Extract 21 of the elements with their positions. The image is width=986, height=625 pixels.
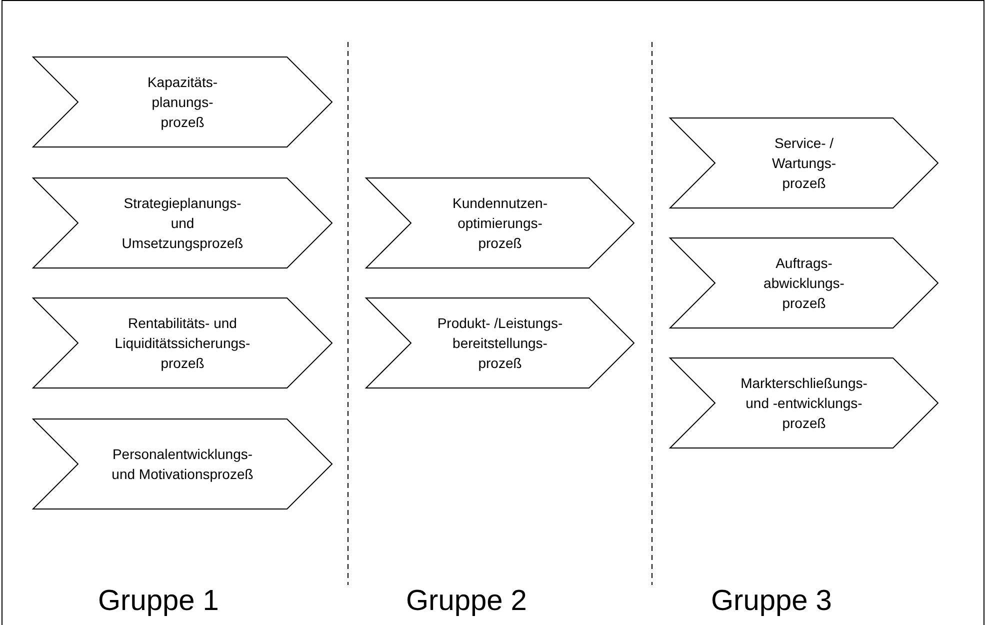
process-label: Strategieplanungs- und Umsetzungsprozeß: [120, 194, 244, 253]
process-step: [33, 298, 332, 388]
process-step: [366, 178, 634, 268]
process-step: [670, 118, 938, 208]
process-step: [33, 419, 332, 509]
process-step: [366, 298, 634, 388]
group-label: Gruppe 3: [711, 585, 832, 618]
process-step: [670, 238, 938, 328]
group-label: Gruppe 2: [406, 585, 527, 618]
process-label: Personalentwicklungs- und Motivationsprozeß: [110, 445, 254, 484]
process-step: [33, 57, 332, 147]
process-label: Kapazitäts- planungs- prozeß: [146, 73, 219, 132]
group-label: Gruppe 1: [98, 585, 219, 618]
process-step: [33, 178, 332, 268]
process-label: Produkt- /Leistungs- bereitstellungs- prozeß: [436, 314, 564, 373]
process-label: Markterschließungs- und -entwicklungs- prozeß: [740, 374, 868, 433]
process-step: [670, 358, 938, 448]
process-label: Kundennutzen- optimierungs- prozeß: [452, 194, 548, 253]
process-label: Service- / Wartungs- prozeß: [770, 134, 838, 193]
process-label: Auftrags- abwicklungs- prozeß: [762, 254, 846, 313]
process-label: Rentabilitäts- und Liquiditätssicherungs- prozeß: [114, 314, 252, 373]
